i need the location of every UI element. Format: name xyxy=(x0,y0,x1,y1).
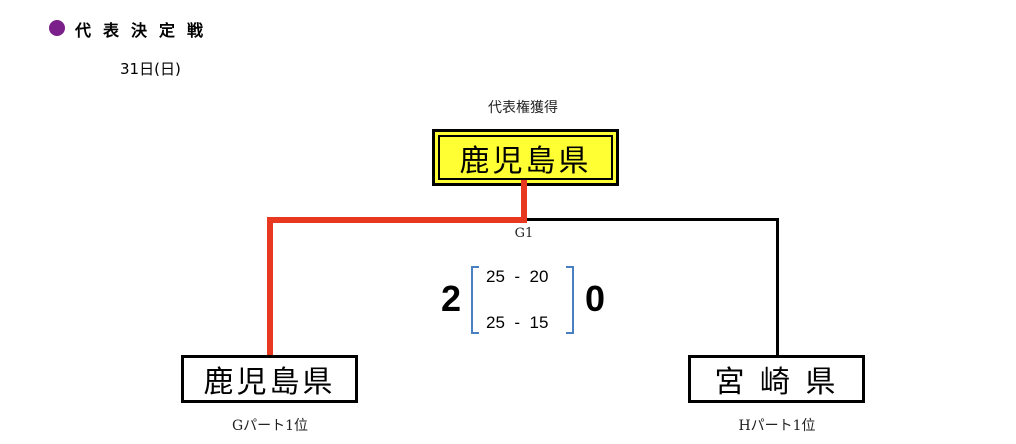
left-score: 2 xyxy=(441,278,462,319)
winner-line-vertical xyxy=(521,180,527,223)
section-title: 代表決定戦 xyxy=(75,21,216,40)
right-team-line xyxy=(776,218,779,355)
right-caption: Hパート1位 xyxy=(738,418,816,434)
set-score-1: 25 - 20 xyxy=(486,267,549,286)
bullet-icon xyxy=(49,20,65,36)
left-caption: Gパート1位 xyxy=(231,418,309,434)
match-date: 31日(日) xyxy=(120,60,181,78)
left-bracket xyxy=(471,266,479,334)
left-team-line xyxy=(267,217,273,355)
game-label: G1 xyxy=(514,226,534,241)
set-score-2: 25 - 15 xyxy=(486,313,549,332)
winner-line-horizontal xyxy=(267,217,527,223)
winner-box: 鹿児島県 xyxy=(432,129,619,186)
winner-name: 鹿児島県 xyxy=(435,132,616,183)
right-team-box: 宮 崎 県 xyxy=(688,355,865,403)
right-bracket xyxy=(566,266,574,334)
winner-caption: 代表権獲得 xyxy=(488,100,558,116)
right-score: 0 xyxy=(585,278,606,319)
right-line-horizontal xyxy=(527,218,779,221)
left-team-box: 鹿児島県 xyxy=(181,355,358,403)
